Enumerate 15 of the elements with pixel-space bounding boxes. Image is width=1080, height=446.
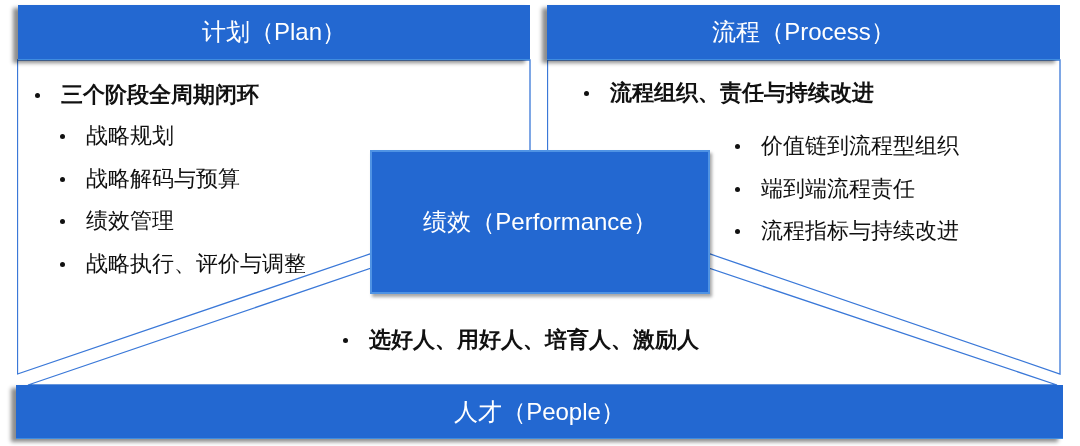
panel-title: 绩效（Performance） — [423, 210, 657, 234]
bullet-item: 流程组织、责任与持续改进 — [584, 77, 874, 109]
bullet-item: 端到端流程责任 — [735, 173, 915, 205]
bullet-item: 选好人、用好人、培育人、激励人 — [343, 324, 699, 356]
bullet-item: 三个阶段全周期闭环 — [35, 79, 259, 111]
bullet-item: 绩效管理 — [60, 205, 174, 237]
bullet-item: 战略规划 — [60, 120, 174, 152]
header-bar: 流程（Process） — [547, 5, 1060, 60]
bullet-item: 战略解码与预算 — [60, 163, 240, 195]
bullet-item: 流程指标与持续改进 — [735, 215, 959, 247]
center-panel — [370, 150, 710, 294]
bullet-item: 战略执行、评价与调整 — [60, 248, 306, 280]
header-bar: 计划（Plan） — [18, 5, 530, 60]
header-bar: 人才（People） — [16, 385, 1063, 439]
bullet-item: 价值链到流程型组织 — [735, 130, 959, 162]
